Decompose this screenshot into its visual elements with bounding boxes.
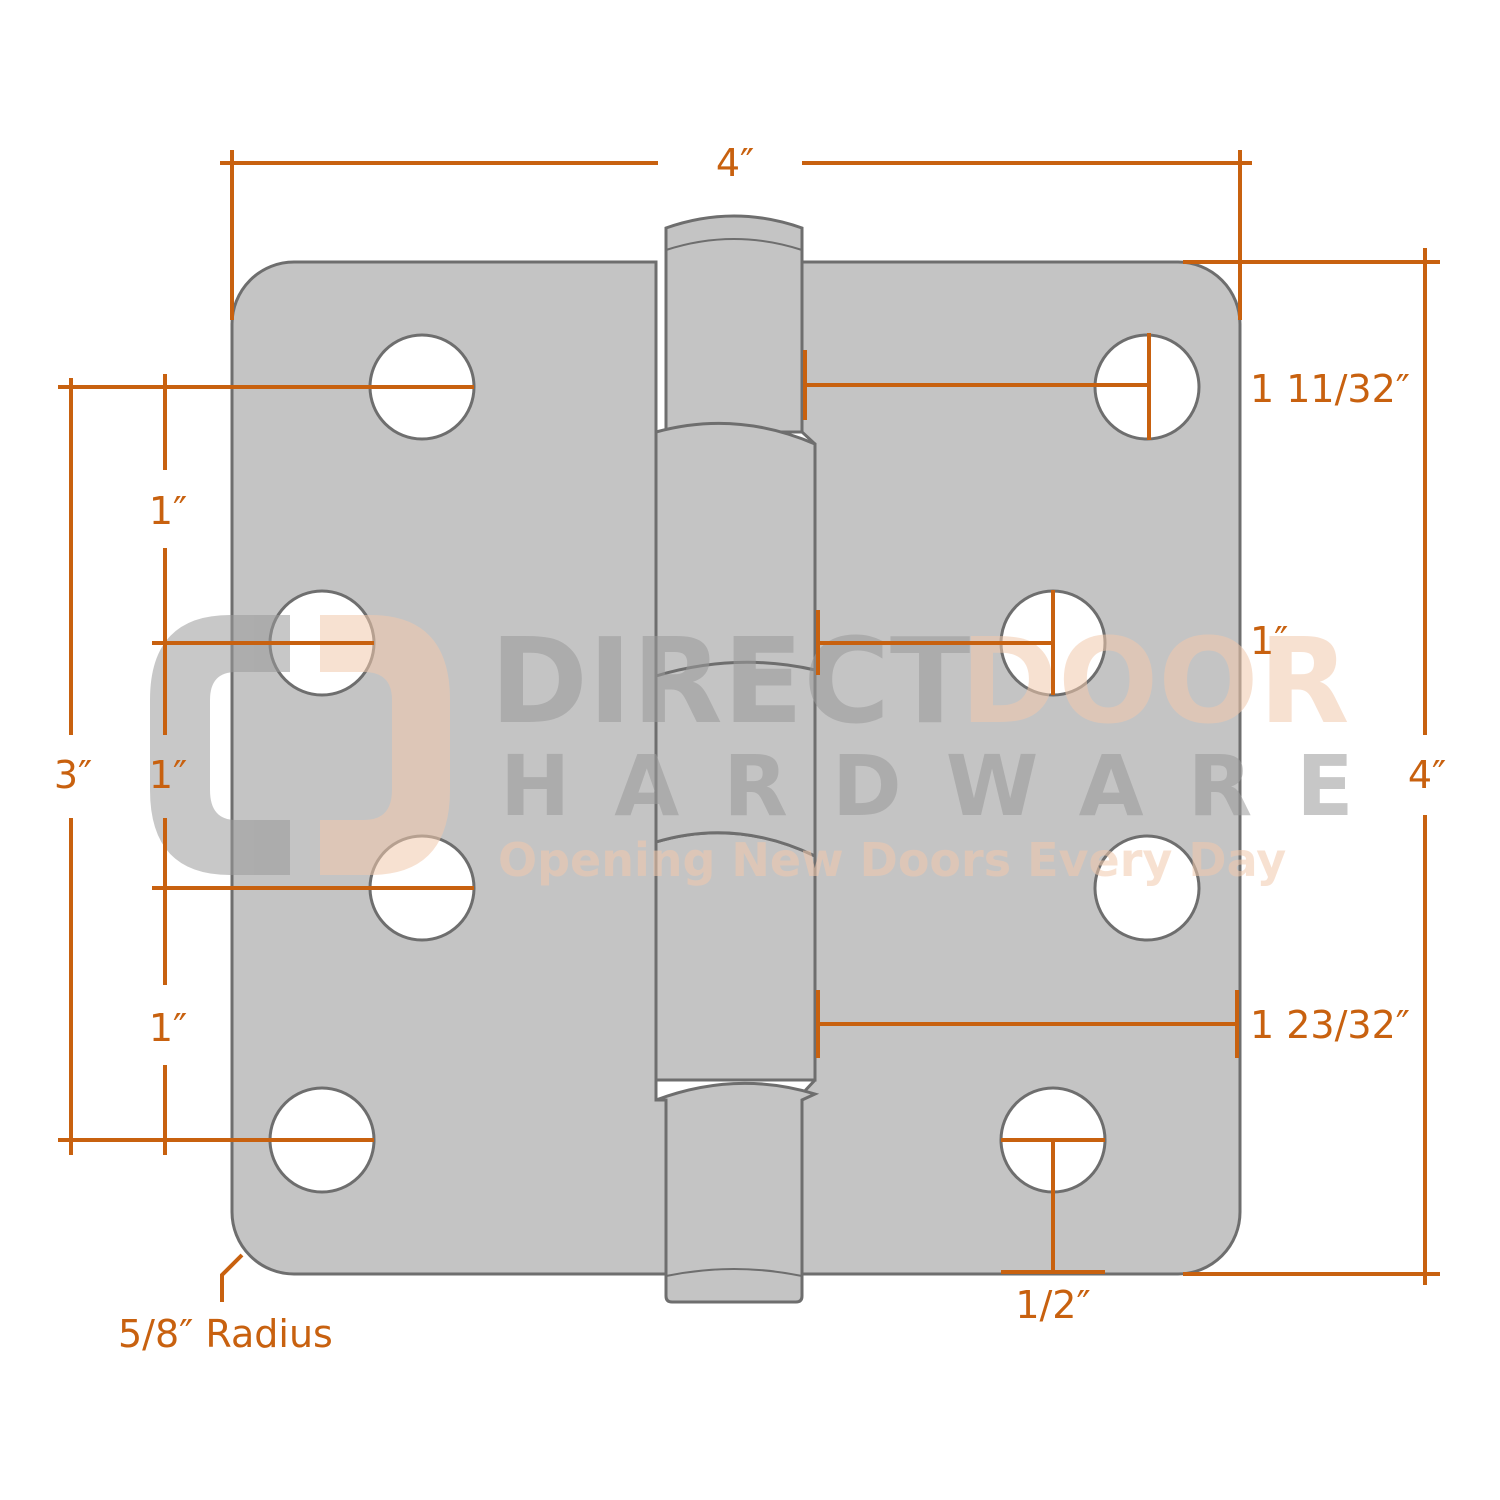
hinge-right-leaf [800,260,1242,1276]
label-spacing-top: 1″ [149,489,187,533]
logo-right-d [320,615,450,875]
knuckle-gap [654,660,817,859]
watermark-logo [150,615,450,875]
logo-left-c [150,615,290,875]
knuckle-top-ridge [665,238,803,251]
hinge-knuckle-bottom [655,1081,820,1304]
dimension-lines [58,150,1440,1302]
hinge-body [230,214,1242,1304]
label-corner-radius: 5/8″ Radius [118,1312,333,1356]
hinge-knuckle-upper [654,421,817,678]
knuckle-bottom-ridge [665,1268,803,1277]
label-overall-width: 4″ [716,141,754,185]
dimension-labels: 4″ 4″ 3″ 1″ 1″ 1″ 1 11/32″ 1″ 1 23/32″ 1… [54,141,1446,1356]
label-hole-span: 3″ [54,753,92,797]
label-middle-hole-offset: 1″ [1250,619,1288,663]
label-edge-offset: 1 23/32″ [1250,1003,1410,1047]
watermark: DIRECT DOOR HARDWARE Opening New Doors E… [150,612,1398,887]
radius-leader [220,1253,244,1302]
label-bottom-hole-edge: 1/2″ [1015,1283,1090,1327]
hinge-knuckle-top [664,214,804,434]
label-spacing-bottom: 1″ [149,1006,187,1050]
watermark-hardware: HARDWARE [500,737,1398,835]
label-overall-height: 4″ [1408,753,1446,797]
watermark-tagline: Opening New Doors Every Day [498,833,1286,887]
hole-right-3 [1093,834,1201,942]
watermark-brand-direct: DIRECT [490,612,970,750]
watermark-brand-door: DOOR [960,612,1349,750]
label-spacing-middle: 1″ [149,753,187,797]
label-top-hole-offset: 1 11/32″ [1250,367,1410,411]
